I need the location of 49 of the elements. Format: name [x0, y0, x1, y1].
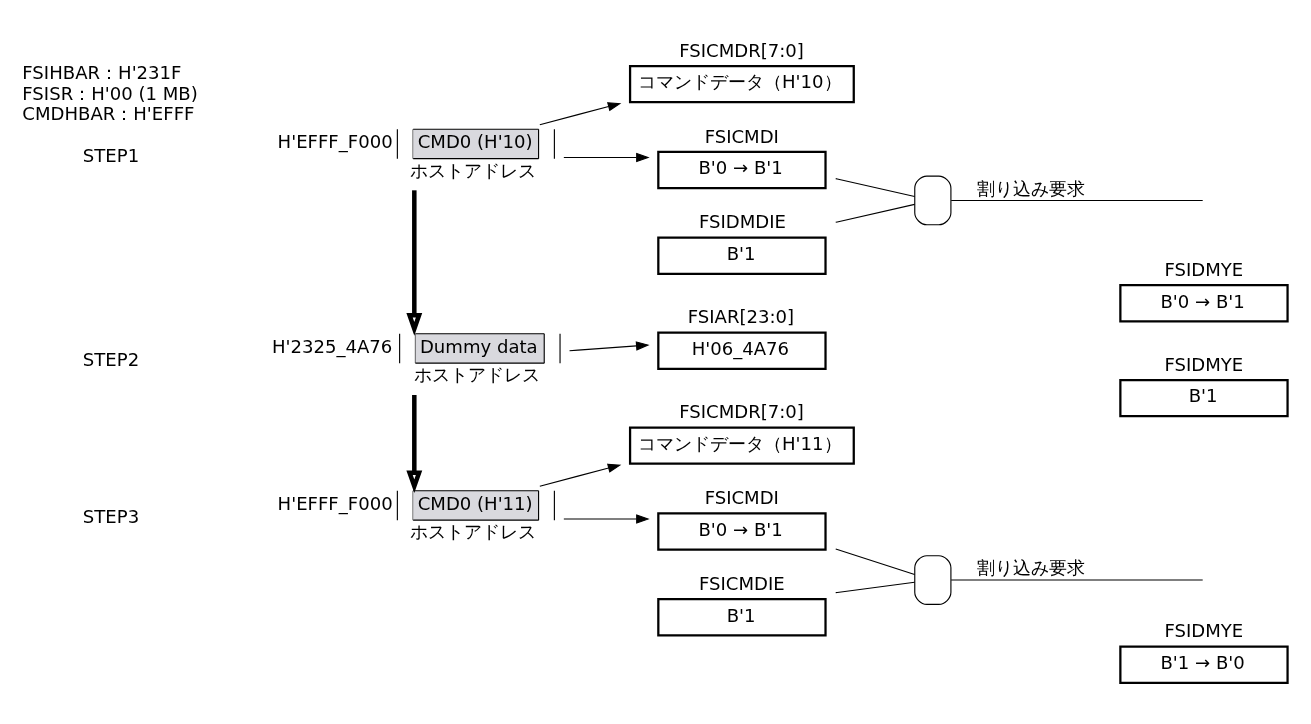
node-box: B'1 → B'0: [1119, 645, 1289, 684]
node-label: FSICMDR[7:0]: [679, 39, 804, 61]
connector: [835, 203, 916, 223]
node-label: FSICMDI: [704, 487, 779, 509]
node-label: H'EFFF_F000: [277, 492, 393, 514]
label: FSISR：H'00 (1 MB): [22, 82, 198, 104]
node-label: H'2325_4A76: [271, 335, 393, 357]
node-label: FSICMDI: [704, 125, 779, 147]
node-label: FSIDMYE: [1164, 353, 1244, 375]
node-label: FSIAR[23:0]: [687, 306, 795, 328]
edge-label: 割り込み要求: [976, 557, 1085, 579]
label: STEP3: [82, 506, 140, 528]
node-label: FSICMDR[7:0]: [679, 401, 804, 423]
node-label: ホストアドレス: [414, 363, 541, 385]
arrow: [406, 190, 423, 336]
connector: [835, 548, 916, 576]
node-label: FSICMDIE: [698, 572, 785, 594]
node-box: B'0 → B'1: [657, 150, 827, 190]
node-label: FSIDMYE: [1164, 258, 1244, 280]
node-box: B'0 → B'1: [1119, 284, 1289, 323]
node-gate: [914, 175, 952, 226]
arrow: [406, 395, 423, 494]
node-label: H'EFFF_F000: [277, 131, 393, 153]
connector: [950, 579, 1204, 581]
arrow: [563, 514, 650, 524]
node-label: ホストアドレス: [410, 521, 537, 543]
node-label: ホストアドレス: [410, 159, 537, 181]
node-box: B'1: [657, 598, 827, 637]
arrow: [563, 152, 650, 163]
node-label: FSIDMYE: [1164, 620, 1244, 642]
arrow: [539, 102, 622, 126]
label: FSIHBAR：H'231F: [22, 62, 182, 84]
arrow: [568, 341, 650, 352]
connector: [835, 178, 916, 198]
edge-label: 割り込み要求: [976, 177, 1085, 199]
arrow: [539, 463, 622, 487]
node-box: H'06_4A76: [657, 331, 827, 370]
node-gate: [914, 555, 952, 605]
node-box: コマンドデータ（H'10）: [628, 64, 855, 104]
label: CMDHBAR：H'EFFF: [22, 103, 195, 125]
node-box: B'0 → B'1: [657, 512, 827, 551]
node-box: コマンドデータ（H'11）: [628, 426, 855, 465]
node-label: FSIDMDIE: [698, 211, 787, 233]
node-box: B'1: [657, 236, 827, 275]
label: STEP1: [82, 144, 140, 166]
connector: [835, 581, 916, 594]
node-box: B'1: [1119, 378, 1289, 418]
connector: [950, 199, 1204, 201]
label: STEP2: [82, 349, 140, 371]
